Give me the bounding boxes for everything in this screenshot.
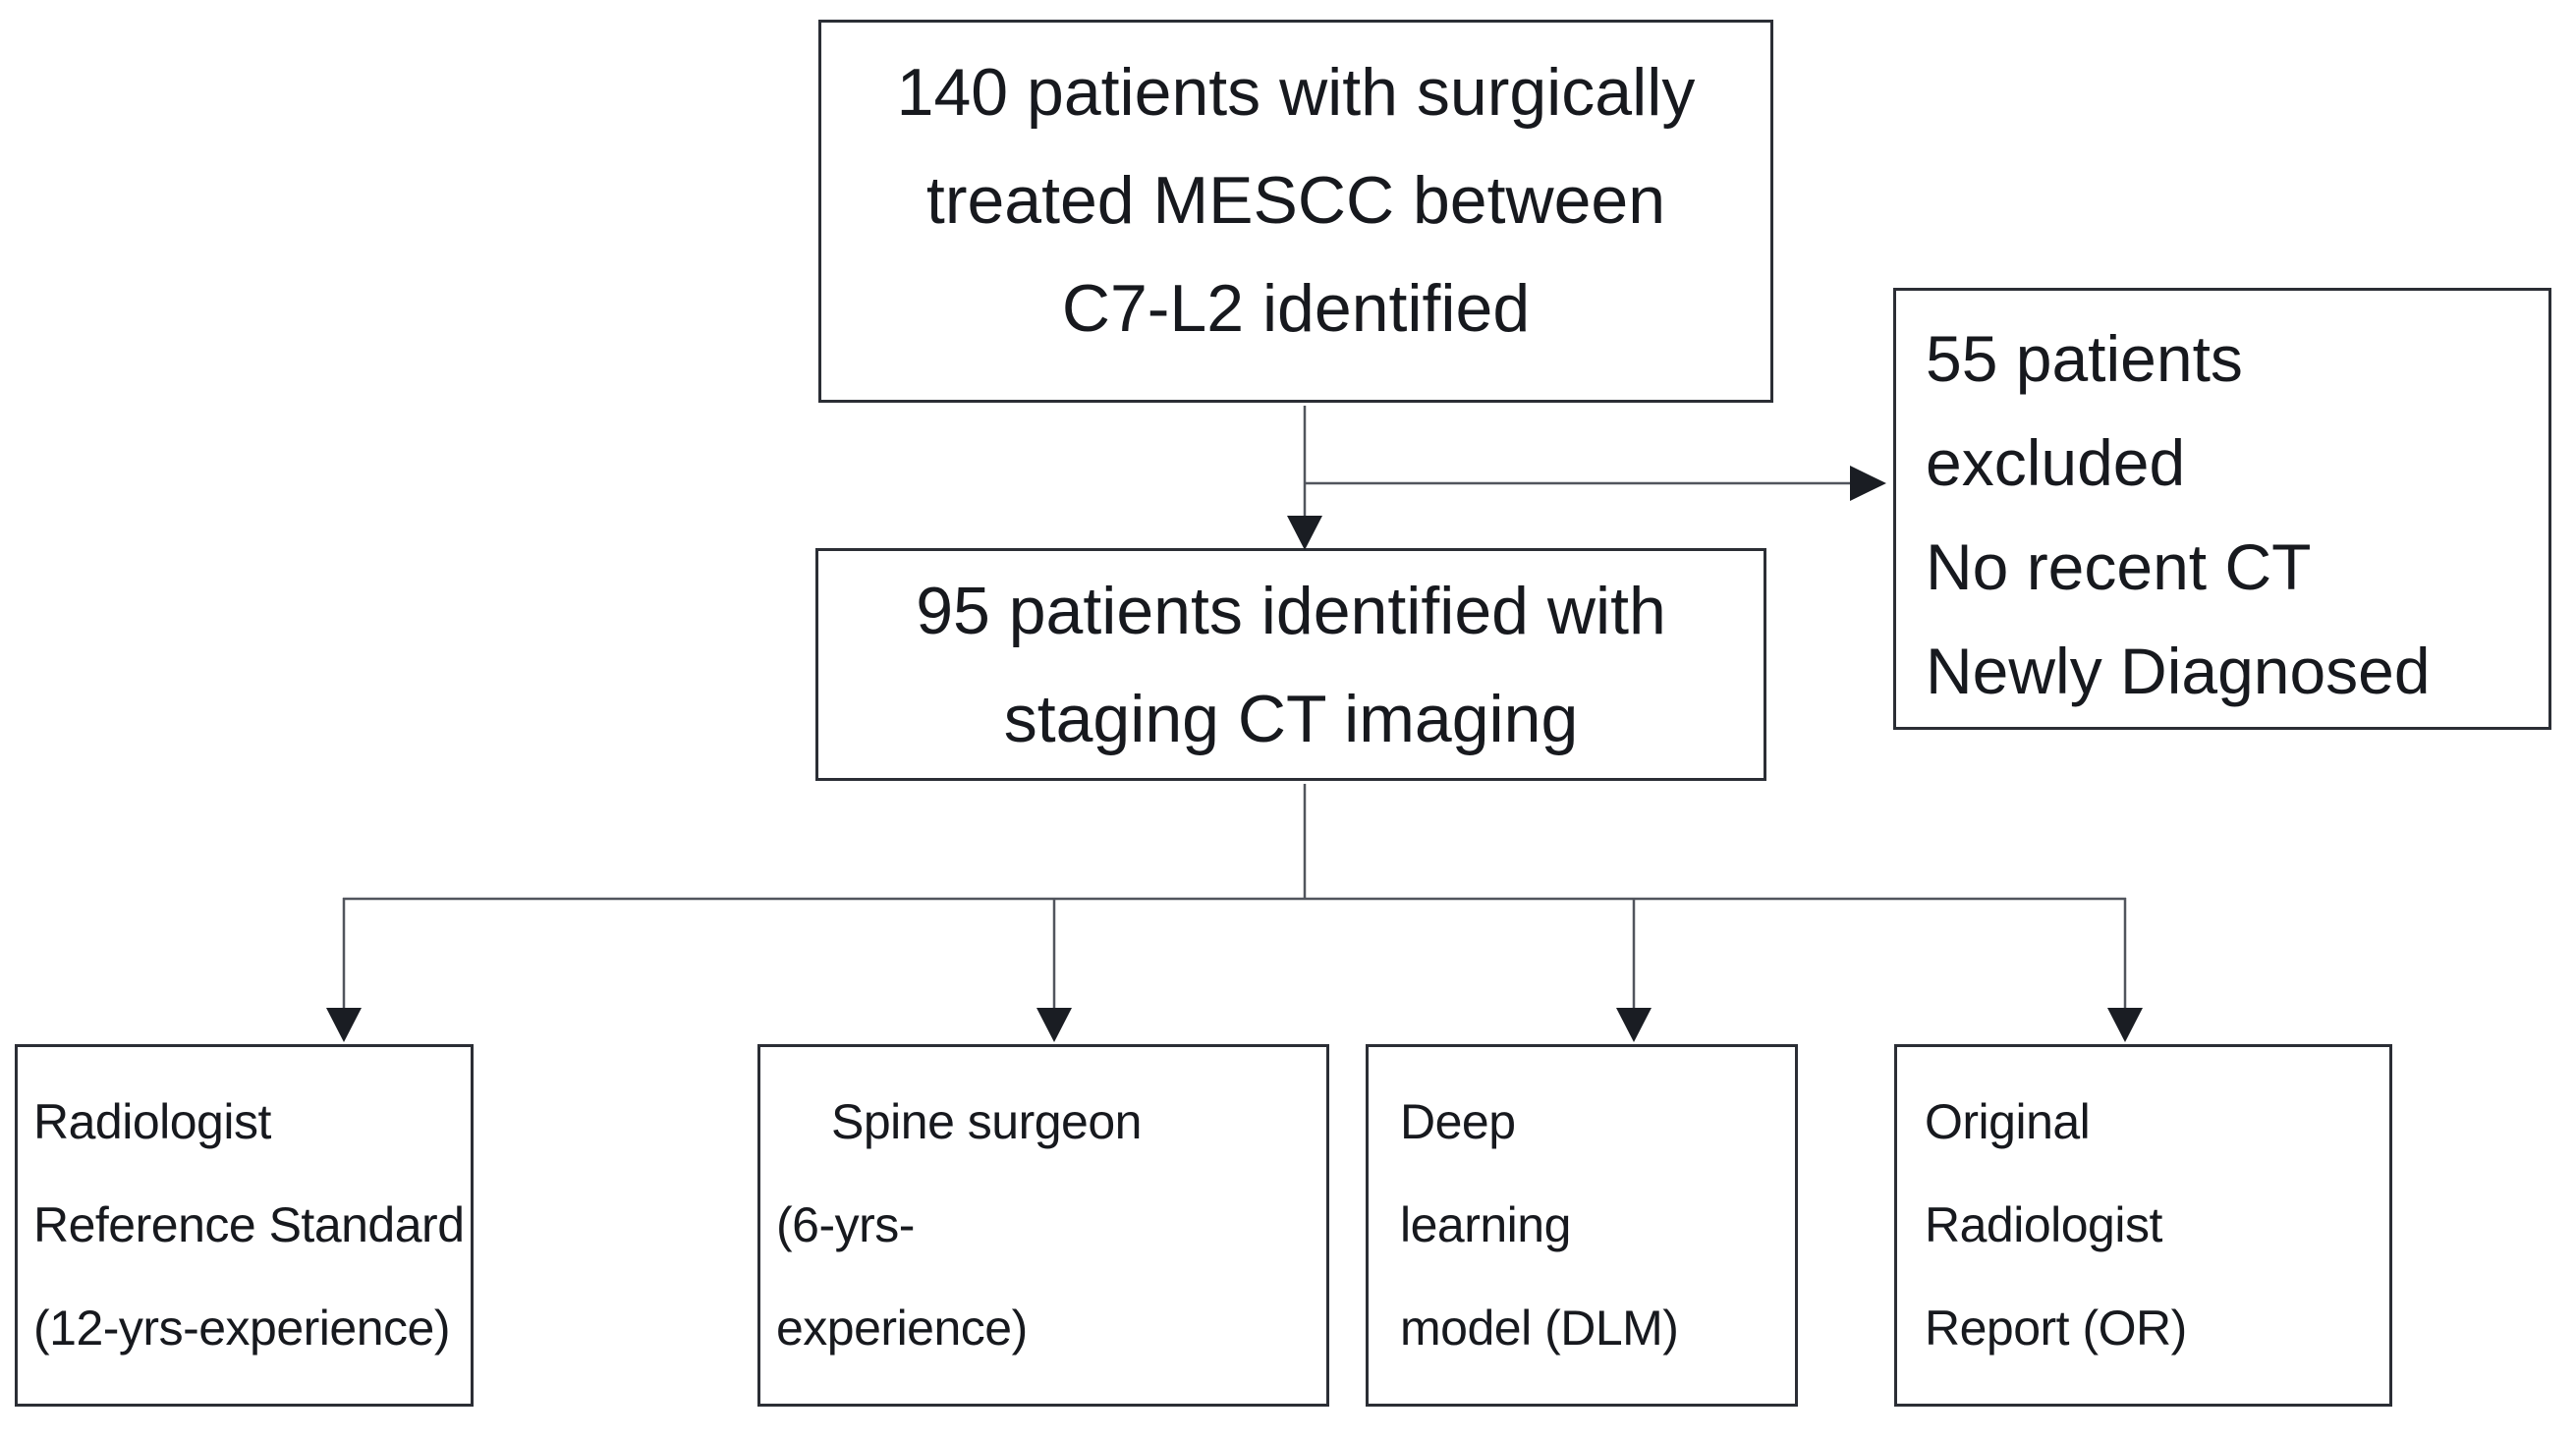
box-radiologist-reference-standard: Radiologist Reference Standard (12-yrs-e… xyxy=(15,1044,474,1407)
box-line: No recent CT xyxy=(1926,530,2312,603)
box-deep-learning-model: Deep learning model (DLM) xyxy=(1366,1044,1798,1407)
box-line: 95 patients identified with xyxy=(916,573,1666,648)
box-spine-surgeon: Spine surgeon (6-yrs- experience) xyxy=(757,1044,1329,1407)
box-line: Newly Diagnosed xyxy=(1926,635,2431,707)
box-total-patients: 140 patients with surgically treated MES… xyxy=(818,20,1773,403)
box-line: model (DLM) xyxy=(1400,1301,1679,1356)
box-line: 140 patients with surgically xyxy=(896,55,1696,130)
arrowhead-to-surgeon xyxy=(1036,1008,1072,1042)
arrowhead-to-report xyxy=(2107,1008,2143,1042)
box-line: (6-yrs- xyxy=(776,1197,915,1252)
box-line: learning xyxy=(1400,1197,1571,1252)
box-excluded-patients: 55 patients excluded No recent CT Newly … xyxy=(1893,288,2551,730)
box-line: 55 patients xyxy=(1926,322,2243,395)
box-original-radiologist-report: Original Radiologist Report (OR) xyxy=(1894,1044,2392,1407)
arrowhead-to-dlm xyxy=(1616,1008,1652,1042)
box-line: excluded xyxy=(1926,426,2186,499)
box-line: Report (OR) xyxy=(1925,1301,2187,1356)
arrowhead-to-reference xyxy=(326,1008,362,1042)
box-line: experience) xyxy=(776,1301,1028,1356)
box-line: C7-L2 identified xyxy=(1061,271,1531,346)
box-line: Radiologist xyxy=(33,1094,271,1149)
box-line: treated MESCC between xyxy=(925,163,1666,238)
box-line: (12-yrs-experience) xyxy=(33,1301,450,1356)
box-line: Original xyxy=(1925,1094,2091,1149)
box-line: staging CT imaging xyxy=(1003,681,1579,756)
box-line: Reference Standard xyxy=(33,1197,465,1252)
arrowhead-total-to-excluded xyxy=(1850,466,1886,501)
box-line: Radiologist xyxy=(1925,1197,2162,1252)
box-line: Deep xyxy=(1400,1094,1516,1149)
box-line: Spine surgeon xyxy=(831,1094,1142,1149)
arrowhead-total-to-staging xyxy=(1287,516,1322,550)
box-staging-ct-patients: 95 patients identified with staging CT i… xyxy=(815,548,1766,781)
